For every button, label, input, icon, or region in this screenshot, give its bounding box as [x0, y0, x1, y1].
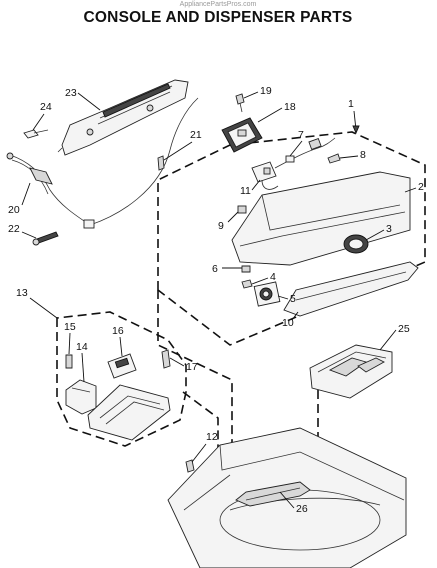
callout-7: 7: [298, 129, 304, 141]
hinge-rod-26: [235, 481, 311, 507]
diagram-title: CONSOLE AND DISPENSER PARTS: [84, 9, 353, 26]
callout-8: 8: [360, 149, 366, 161]
screw-17: [161, 349, 171, 369]
callout-18: 18: [284, 101, 296, 113]
leader-26: [279, 491, 295, 509]
leader-4: [251, 277, 269, 285]
callout-16: 16: [112, 325, 124, 337]
leader-21: [163, 141, 193, 161]
leader-2: [404, 187, 417, 193]
screw-21: [157, 155, 165, 171]
control-board: [87, 384, 171, 441]
wire-harness-7: [274, 137, 336, 169]
leader-14: [81, 352, 85, 383]
callout-5: 5: [290, 293, 296, 305]
leader-11: [251, 179, 261, 191]
bracket-14: [65, 379, 97, 415]
dispenser-drawer-25: [309, 344, 393, 399]
callout-12: 12: [206, 431, 218, 443]
console-body-2: [231, 171, 411, 266]
screw-8: [327, 153, 341, 164]
screw-6: [241, 265, 251, 273]
callout-13: 13: [16, 287, 28, 299]
callout-22: 22: [8, 223, 20, 235]
callout-10: 10: [282, 317, 294, 329]
screw-12: [185, 459, 195, 473]
leader-20: [21, 182, 31, 206]
console-assembly-outline: [157, 131, 426, 346]
screw-15: [65, 354, 73, 369]
leader-19: [243, 91, 259, 99]
callout-19: 19: [260, 85, 272, 97]
callout-4: 4: [270, 271, 276, 283]
leader-3: [365, 229, 385, 241]
callout-17: 17: [186, 361, 198, 373]
callout-24: 24: [40, 101, 52, 113]
screw-4: [241, 279, 253, 289]
leader-16: [119, 336, 123, 357]
clip-9: [237, 205, 247, 214]
leader-13: [29, 297, 58, 319]
lid-switch-11: [251, 161, 279, 190]
encoder-5: [253, 281, 281, 307]
connector-16: [107, 353, 137, 379]
leader-7: [289, 140, 303, 157]
console-trim-10: [283, 261, 419, 317]
callout-6: 6: [212, 263, 218, 275]
leader-15: [68, 332, 71, 355]
leader-22: [21, 231, 37, 239]
control-assembly-outline: [56, 311, 187, 447]
screw-19: [235, 93, 245, 113]
callout-9: 9: [218, 220, 224, 232]
leader-23: [77, 92, 101, 111]
leader-25: [379, 329, 397, 351]
callout-23: 23: [65, 87, 77, 99]
screw-24: [23, 129, 49, 139]
leader-10: [291, 311, 299, 321]
console-rear-panel: [57, 79, 189, 156]
callout-14: 14: [76, 341, 88, 353]
leader-5: [277, 295, 289, 300]
power-cord-20: [6, 97, 199, 229]
leader-8: [339, 155, 359, 159]
ui-board-18: [221, 117, 263, 153]
ground-screw-22: [32, 231, 59, 246]
leader-12: [191, 443, 207, 463]
callout-25: 25: [398, 323, 410, 335]
callout-15: 15: [64, 321, 76, 333]
leader-18: [257, 107, 283, 123]
callout-3: 3: [386, 223, 392, 235]
leader-17: [169, 357, 185, 367]
callout-2: 2: [418, 181, 424, 193]
callout-11: 11: [240, 185, 251, 197]
leader-9: [227, 211, 239, 223]
watermark: AppliancePartsPros.com: [180, 1, 257, 8]
callout-26: 26: [296, 503, 308, 515]
link-line-console: [157, 290, 233, 488]
leader-24: [32, 113, 45, 131]
callout-1: 1: [348, 98, 354, 110]
callout-20: 20: [8, 204, 20, 216]
callout-21: 21: [190, 129, 202, 141]
